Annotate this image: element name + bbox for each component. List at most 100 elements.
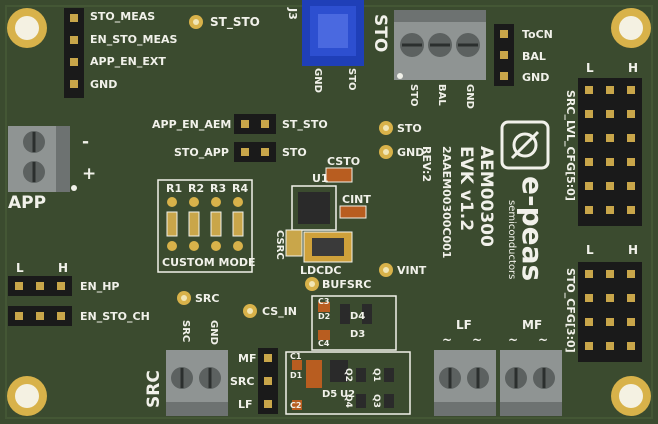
header-en-sto-ch[interactable] — [8, 306, 72, 326]
label-l-mid: L — [586, 243, 594, 257]
label-csto: CSTO — [327, 155, 361, 168]
terminal-block-src[interactable] — [166, 350, 228, 416]
label-term-sto: STO — [408, 84, 419, 107]
e-peas-logo-icon — [500, 120, 550, 170]
label-l-top: L — [586, 61, 594, 75]
label-tp-bufsrc: BUFSRC — [322, 278, 372, 291]
label-q2: Q2 — [343, 368, 353, 382]
label-u2: U2 — [340, 389, 356, 400]
label-bal: BAL — [522, 50, 546, 63]
label-src-sel: SRC — [230, 375, 255, 388]
label-h-top: H — [628, 61, 639, 75]
header-sto-app[interactable] — [234, 142, 276, 162]
mounting-holes — [7, 8, 651, 416]
label-sto-meas: STO_MEAS — [90, 10, 156, 23]
label-tocn: ToCN — [522, 28, 553, 41]
label-part-no: 2AAEM00300C001 — [440, 146, 453, 259]
label-custom-mode: CUSTOM MODE — [162, 256, 256, 269]
label-mf-sel: MF — [238, 352, 257, 365]
label-cint: CINT — [342, 193, 371, 206]
label-j3: J3 — [286, 8, 299, 20]
resistor-array — [157, 179, 253, 273]
label-l-left: L — [16, 261, 24, 275]
label-tp-gnd: GND — [397, 146, 425, 159]
terminal-block-app[interactable] — [8, 126, 77, 192]
label-app-en-ext: APP_EN_EXT — [90, 55, 166, 68]
label-tilde-mf-1: ~ — [508, 333, 519, 347]
label-r1: R1 — [166, 182, 183, 195]
label-ldcdc: LDCDC — [300, 264, 342, 277]
label-d1: D1 — [290, 371, 303, 380]
label-lf-term: LF — [456, 318, 472, 332]
test-points[interactable] — [177, 121, 393, 318]
label-c4: C4 — [318, 339, 330, 348]
rectifier-circuit — [285, 295, 411, 415]
terminal-block-lf[interactable] — [434, 350, 496, 416]
label-c3: C3 — [318, 297, 330, 306]
label-lf-sel: LF — [238, 398, 253, 411]
label-app: APP — [8, 193, 47, 213]
label-sto-big: STO — [370, 14, 390, 53]
label-term-gnd: GND — [464, 84, 475, 109]
label-en-sto-meas: EN_STO_MEAS — [90, 33, 178, 46]
label-u1: U1 — [312, 172, 329, 185]
label-en-sto-ch: EN_STO_CH — [80, 310, 150, 323]
label-csrc: CSRC — [274, 230, 285, 260]
label-minus: - — [82, 132, 90, 152]
label-app-en-aem: APP_EN_AEM — [152, 118, 232, 131]
label-r4: R4 — [232, 182, 249, 195]
ic-u1 — [285, 167, 367, 263]
header-src-lvl-cfg[interactable] — [578, 78, 642, 226]
terminal-block-sto[interactable] — [394, 10, 486, 80]
label-src-big: SRC — [144, 370, 164, 408]
label-gnd-top: GND — [90, 78, 118, 91]
label-src-lvl-cfg: SRC_LVL_CFG[5:0] — [564, 90, 577, 201]
label-rev: REV:2 — [420, 146, 433, 183]
label-en-hp: EN_HP — [80, 280, 120, 293]
label-term-bal: BAL — [436, 84, 447, 106]
label-h-left: H — [58, 261, 69, 275]
label-gnd-t1: GND — [208, 320, 219, 345]
header-top-left[interactable] — [64, 8, 84, 98]
label-q3: Q3 — [371, 394, 381, 408]
label-brand-sub: semiconductors — [506, 200, 517, 280]
label-product: AEM00300 — [476, 146, 496, 247]
label-c1: C1 — [290, 352, 302, 361]
label-d5: D5 — [322, 389, 338, 400]
label-st-sto-top: ST_STO — [210, 15, 260, 29]
label-q4: Q4 — [343, 394, 353, 408]
label-tp-cs-in: CS_IN — [262, 305, 297, 318]
header-source-select[interactable] — [258, 348, 278, 414]
label-j3-sto: STO — [346, 68, 357, 91]
label-tp-src: SRC — [195, 292, 220, 305]
label-sto-cfg: STO_CFG[3:0] — [564, 268, 577, 353]
label-tilde-mf-2: ~ — [538, 333, 549, 347]
label-h-mid: H — [628, 243, 639, 257]
label-c2: C2 — [290, 401, 302, 410]
header-tocn[interactable] — [494, 24, 514, 86]
header-app-en-aem[interactable] — [234, 114, 276, 134]
label-j3-gnd: GND — [312, 68, 323, 93]
label-d2: D2 — [318, 312, 331, 321]
header-en-hp[interactable] — [8, 276, 72, 296]
label-src-t1: SRC — [180, 320, 191, 343]
label-brand: e-peas — [516, 176, 549, 282]
label-mf-term: MF — [522, 318, 543, 332]
label-q1: Q1 — [371, 368, 381, 382]
label-evk: EVK v1.2 — [456, 146, 476, 232]
terminal-block-mf[interactable] — [500, 350, 562, 416]
label-tp-vint: VINT — [397, 264, 427, 277]
label-r2: R2 — [188, 182, 205, 195]
label-gnd-right: GND — [522, 71, 550, 84]
label-tp-sto: STO — [397, 122, 422, 135]
label-tilde-lf-2: ~ — [472, 333, 483, 347]
label-sto-app: STO_APP — [174, 146, 229, 159]
label-d3: D3 — [350, 329, 366, 340]
label-r3: R3 — [210, 182, 227, 195]
label-tilde-lf-1: ~ — [442, 333, 453, 347]
header-sto-cfg[interactable] — [578, 262, 642, 362]
label-d4: D4 — [350, 311, 366, 322]
jumper-j3[interactable] — [302, 0, 364, 66]
